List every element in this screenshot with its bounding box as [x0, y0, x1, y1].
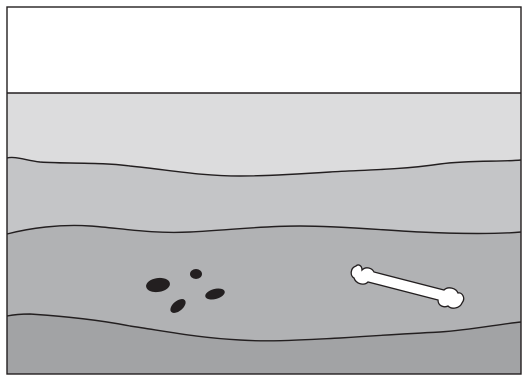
sky-region [7, 7, 521, 93]
footprint-toe-1 [190, 269, 202, 279]
